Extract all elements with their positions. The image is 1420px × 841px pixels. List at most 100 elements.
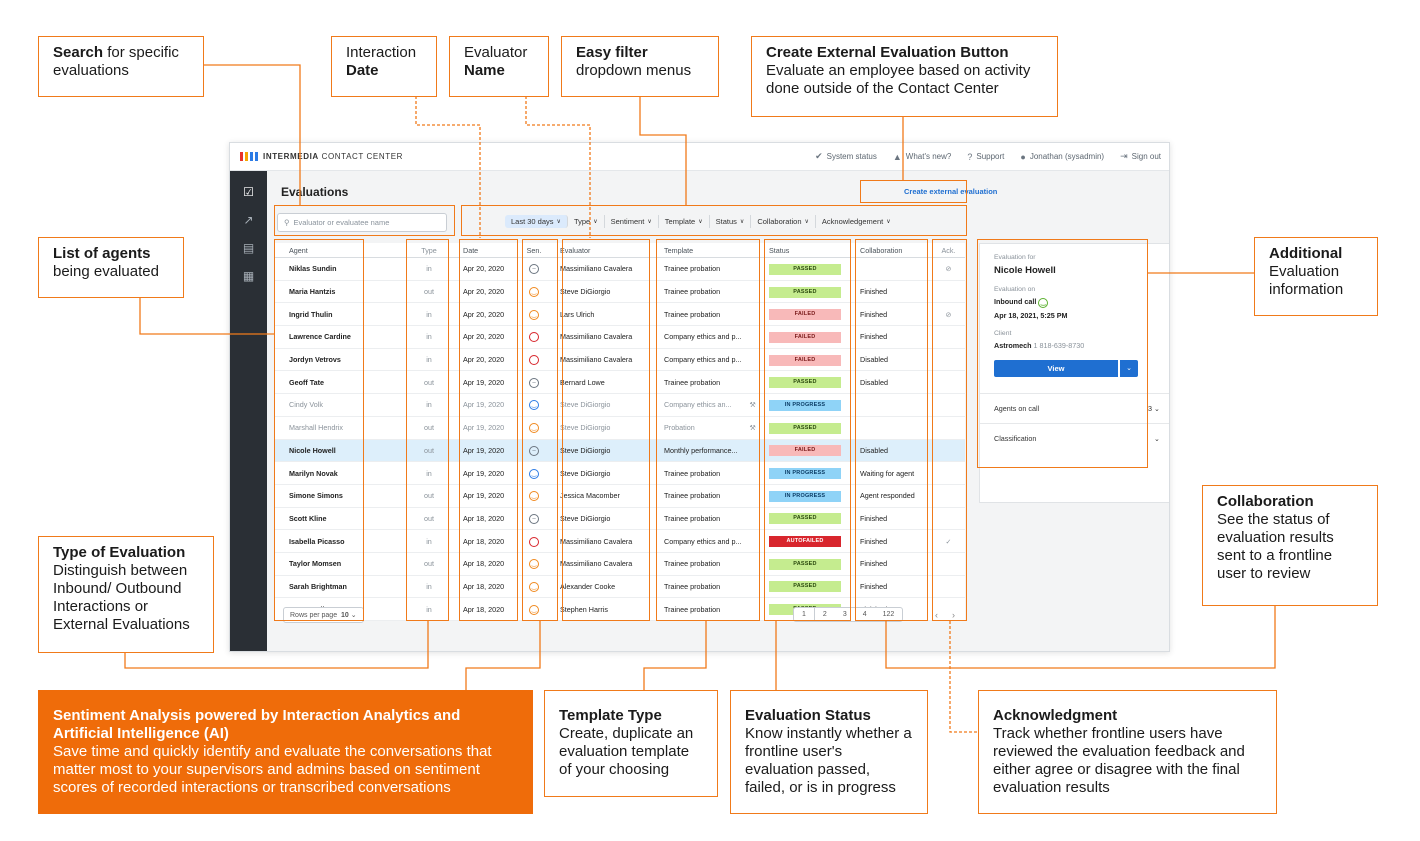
view-button[interactable]: View — [994, 360, 1118, 377]
interaction-date: Apr 19, 2020 — [463, 445, 505, 455]
sentiment-positive-icon: ‿ — [529, 287, 539, 298]
check-icon: ✓ — [945, 536, 952, 546]
column-header-evaluator[interactable]: Evaluator — [560, 245, 591, 255]
agents-on-call-accordion[interactable]: Agents on call 3 ⌄ — [980, 393, 1169, 423]
template-cell: Company ethics and p... — [658, 537, 762, 546]
filter-type[interactable]: Type∨ — [568, 215, 605, 228]
interaction-date: Apr 20, 2020 — [463, 332, 505, 342]
template-cell: Trainee probation — [658, 582, 762, 591]
evaluator-name: Steve DiGiorgio — [560, 423, 611, 433]
interaction-type: in — [426, 581, 432, 591]
document-icon[interactable]: ▤ — [242, 241, 255, 255]
page-2[interactable]: 2 — [822, 611, 827, 618]
agent-name: Sarah Brightman — [289, 581, 347, 591]
evaluations-icon[interactable]: ☑ — [243, 185, 254, 199]
callout-sentiment-analysis: Sentiment Analysis powered by Interactio… — [38, 690, 533, 814]
main-content: Evaluations Create external evaluation ⚲… — [267, 171, 1169, 651]
create-external-evaluation-button[interactable]: Create external evaluation — [904, 187, 998, 196]
collaboration-status: Finished — [860, 536, 888, 546]
tools-icon[interactable]: ⚒ — [749, 423, 756, 433]
status-cell: IN PROGRESS — [762, 490, 854, 502]
filter-status[interactable]: Status∨ — [710, 215, 752, 228]
status-cell: FAILED — [762, 444, 854, 457]
page-122[interactable]: 122 — [882, 611, 895, 618]
filter-collaboration[interactable]: Collaboration∨ — [751, 215, 816, 228]
classification-accordion[interactable]: Classification ⌄ — [980, 423, 1169, 453]
filter-acknowledgement[interactable]: Acknowledgement∨ — [816, 215, 897, 228]
status-cell: PASSED — [762, 558, 854, 570]
filter-last-30-days[interactable]: Last 30 days∨ — [505, 215, 568, 228]
column-header-ack[interactable]: Ack. — [941, 245, 956, 255]
collaboration-status: Finished — [860, 309, 888, 319]
column-header-agent[interactable]: Agent — [289, 245, 308, 255]
column-header-status[interactable]: Status — [769, 245, 790, 255]
column-header-sen[interactable]: Sen. — [526, 245, 542, 255]
blocked-icon: ⊘ — [945, 264, 952, 274]
next-page-icon[interactable]: › — [952, 610, 955, 620]
template-cell: Trainee probation — [658, 287, 762, 296]
status-cell: FAILED — [762, 354, 854, 366]
page-1[interactable]: 1 — [794, 608, 815, 621]
external-link-icon[interactable]: ↗ — [243, 213, 254, 227]
filter-label: Acknowledgement — [821, 217, 884, 226]
agent-name: Lawrence Cardine — [289, 332, 351, 342]
top-link-bell[interactable]: ▲What's new? — [893, 152, 951, 162]
interaction-type: in — [426, 332, 432, 342]
filter-template[interactable]: Template∨ — [659, 215, 710, 228]
filter-sentiment[interactable]: Sentiment∨ — [605, 215, 659, 228]
agent-name: Niklas Sundin — [289, 264, 337, 274]
sentiment-cell: ‿ — [514, 468, 554, 479]
interaction-type: in — [426, 309, 432, 319]
filter-label: Sentiment — [610, 217, 645, 226]
top-link-label: Jonathan (sysadmin) — [1029, 152, 1105, 161]
page-3[interactable]: 3 — [842, 611, 847, 618]
agent-name: Marshall Hendrix — [289, 423, 343, 433]
page-4[interactable]: 4 — [862, 611, 867, 618]
interaction-date: Apr 18, 2020 — [463, 581, 505, 591]
sentiment-cell: ‿ — [514, 490, 554, 502]
column-header-template[interactable]: Template — [664, 245, 694, 255]
collaboration-status: Waiting for agent — [860, 468, 915, 478]
prev-page-icon[interactable]: ‹ — [935, 610, 938, 620]
interaction-date: Apr 19, 2020 — [463, 423, 505, 433]
interaction-date: Apr 19, 2020 — [463, 377, 505, 387]
search-icon: ⚲ — [284, 218, 290, 227]
view-dropdown-button[interactable]: ⌄ — [1120, 360, 1138, 377]
status-badge: PASSED — [769, 377, 841, 389]
template-name: Trainee probation — [664, 377, 721, 387]
template-name: Probation — [664, 423, 695, 433]
rows-per-page-select[interactable]: Rows per page 10 ⌄ — [283, 607, 364, 623]
agent-name: Cindy Volk — [289, 400, 323, 410]
template-cell: Company ethics an... ⚒ — [658, 400, 762, 409]
column-header-collaboration[interactable]: Collaboration — [860, 245, 903, 255]
search-input[interactable]: ⚲ Evaluator or evaluatee name — [277, 213, 447, 232]
sentiment-negative-icon: ⁀ — [529, 332, 539, 343]
template-name: Trainee probation — [664, 581, 721, 591]
calendar-icon[interactable]: ▦ — [242, 269, 255, 283]
column-header-type[interactable]: Type — [421, 245, 437, 255]
tools-icon[interactable]: ⚒ — [749, 400, 756, 410]
column-header-date[interactable]: Date — [463, 245, 479, 255]
template-name: Company ethics an... — [664, 400, 732, 410]
evaluator-name: Steve DiGiorgio — [560, 400, 611, 410]
top-link-check-circle[interactable]: ✔System status — [815, 151, 877, 162]
top-link-sign-out[interactable]: ⇥Sign out — [1120, 151, 1161, 162]
top-link-user[interactable]: ●Jonathan (sysadmin) — [1020, 152, 1104, 162]
top-link-help[interactable]: ?Support — [967, 152, 1004, 162]
